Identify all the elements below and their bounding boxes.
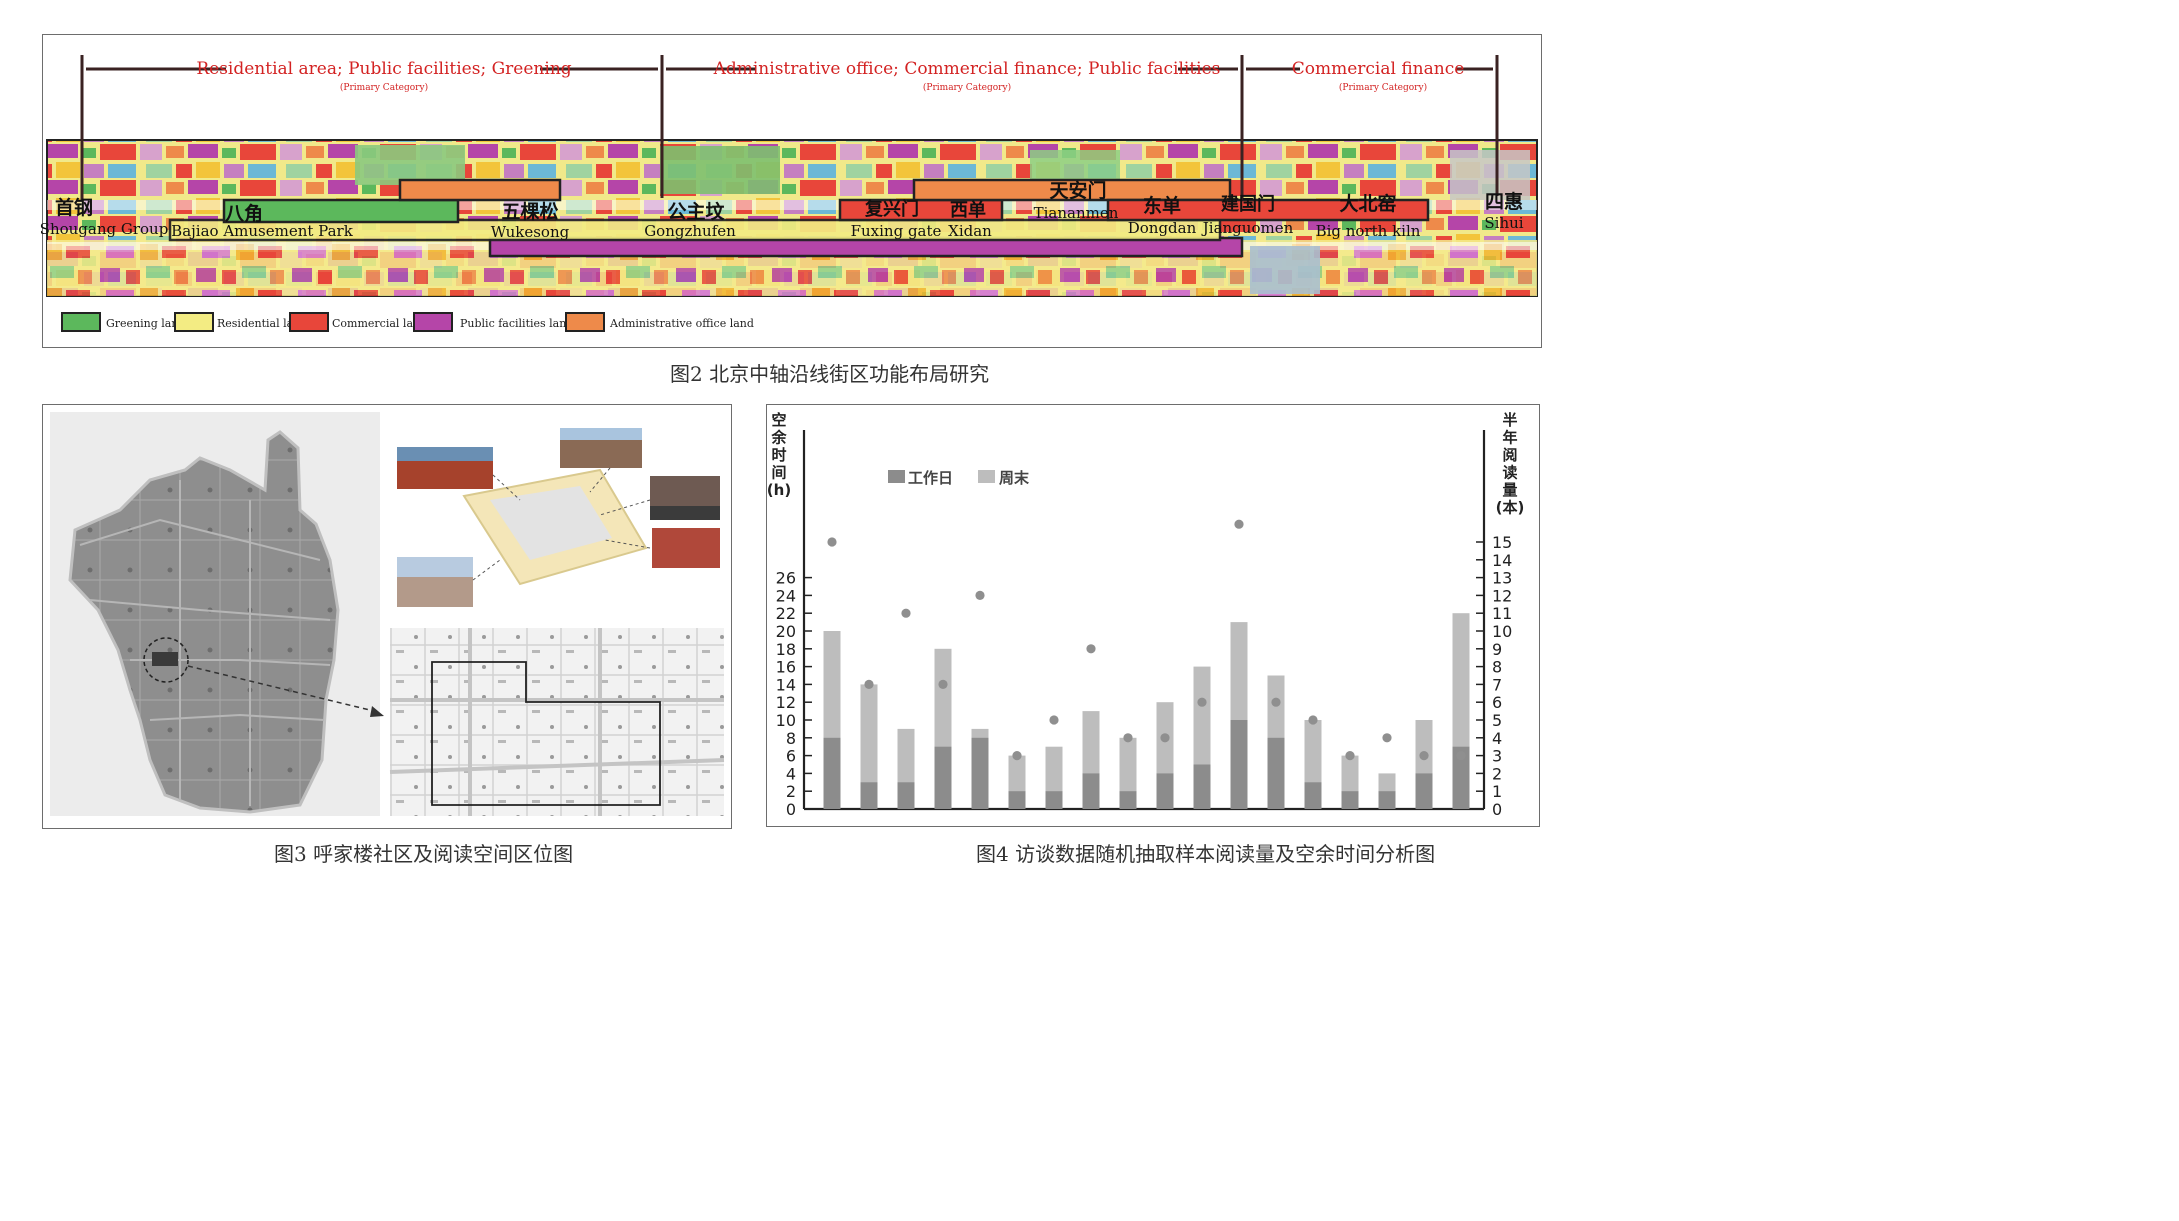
legend-label: Public facilities land xyxy=(460,317,573,330)
place-en: Sihui xyxy=(1484,214,1523,232)
legend-label: Commercial land xyxy=(332,317,427,330)
place-cn: 天安门 xyxy=(1049,179,1106,202)
figure2-land-use-diagram: Residential area; Public facilities; Gre… xyxy=(40,48,1538,332)
band-residential xyxy=(168,218,1222,242)
place-cn: 四惠 xyxy=(1485,191,1523,213)
zone-subtitle-2: (Primary Category) xyxy=(923,82,1011,93)
place-en: Big north kiln xyxy=(1316,222,1421,240)
legend-swatch-commercial xyxy=(289,312,329,332)
place-en: Wukesong xyxy=(491,223,570,241)
figure4-frame xyxy=(766,404,1540,827)
figure3-frame xyxy=(42,404,732,829)
zone-title-1: Residential area; Public facilities; Gre… xyxy=(196,59,571,79)
legend-label: Greening land xyxy=(106,317,186,330)
place-en: Dongdan xyxy=(1128,219,1197,237)
figure2-caption: 图2 北京中轴沿线街区功能布局研究 xyxy=(670,362,990,386)
place-cn: 五棵松 xyxy=(501,200,558,223)
band-greening xyxy=(222,198,460,224)
zone-title-3: Commercial finance xyxy=(1292,59,1465,79)
place-cn: 公主坟 xyxy=(667,200,724,223)
figure3-caption: 图3 呼家楼社区及阅读空间区位图 xyxy=(274,842,574,866)
band-commercial-east xyxy=(1106,198,1430,222)
legend-label: Residential land xyxy=(217,317,307,330)
place-en: Bajiao Amusement Park xyxy=(171,222,354,240)
place-cn: 西单 xyxy=(950,199,986,221)
figure2-legend: Greening land Residential land Commercia… xyxy=(61,312,754,332)
place-cn: 东单 xyxy=(1143,194,1181,217)
place-cn: 首钢 xyxy=(55,196,93,219)
place-labels: 首钢 Shougang Group 八角 Bajiao Amusement Pa… xyxy=(40,179,1524,241)
zone-subtitle-3: (Primary Category) xyxy=(1339,82,1427,93)
place-cn: 八角 xyxy=(225,202,263,225)
zone-brackets xyxy=(80,55,1499,200)
place-cn: 复兴门 xyxy=(864,198,919,220)
legend-swatch-public xyxy=(413,312,453,332)
place-en: Shougang Group xyxy=(40,220,169,238)
legend-swatch-greening xyxy=(61,312,101,332)
place-en: Tiananmen xyxy=(1034,204,1119,222)
zone-subtitle-1: (Primary Category) xyxy=(340,82,428,93)
place-cn: 建国门 xyxy=(1221,193,1275,215)
zone-title-2: Administrative office; Commercial financ… xyxy=(713,59,1221,79)
place-en: Gongzhufen xyxy=(644,222,736,240)
band-admin-office-central xyxy=(912,178,1232,202)
legend-label: Administrative office land xyxy=(609,317,754,330)
place-en: Fuxing gate xyxy=(851,222,942,240)
legend-swatch-admin xyxy=(565,312,605,332)
figure4-caption: 图4 访谈数据随机抽取样本阅读量及空余时间分析图 xyxy=(976,842,1436,866)
place-cn: 大北窑 xyxy=(1339,192,1396,215)
band-admin-office-west xyxy=(398,178,562,202)
place-en: Jianguomen xyxy=(1201,219,1294,237)
legend-swatch-residential xyxy=(174,312,214,332)
place-en: Xidan xyxy=(948,222,992,240)
